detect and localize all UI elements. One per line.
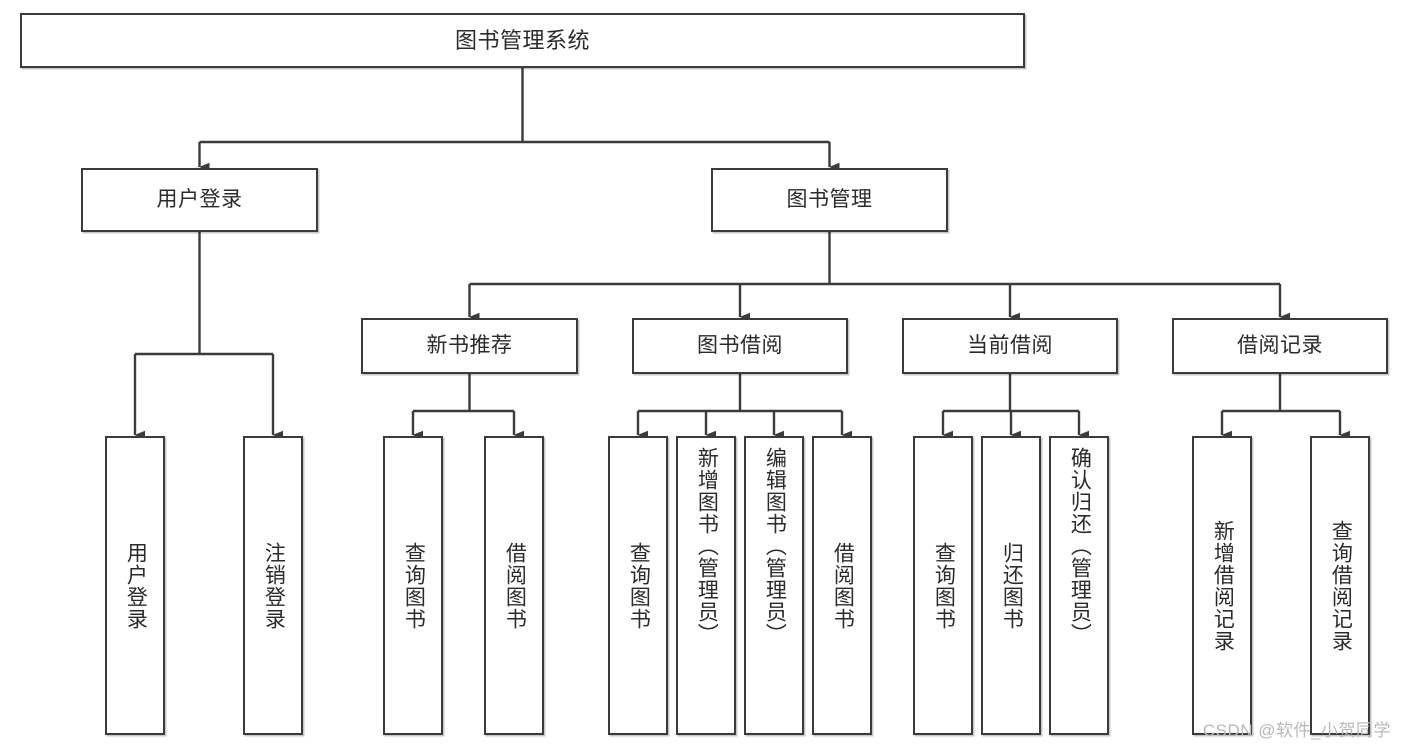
- node-leaf-user-login-label: 用户登录: [124, 541, 148, 630]
- node-leaf-query-book-3[interactable]: 查询图书: [913, 436, 973, 735]
- node-new-book-rec[interactable]: 新书推荐: [361, 318, 578, 374]
- node-book-borrow-label: 图书借阅: [697, 333, 783, 357]
- node-leaf-borrow-book-1[interactable]: 借阅图书: [484, 436, 544, 735]
- node-leaf-query-book-1[interactable]: 查询图书: [383, 436, 443, 735]
- node-user-login[interactable]: 用户登录: [81, 168, 318, 232]
- node-leaf-confirm-return-admin[interactable]: 确认归还（管理员）: [1049, 436, 1109, 735]
- node-leaf-query-borrow-record-label: 查询借阅记录: [1329, 519, 1353, 652]
- node-leaf-query-book-1-label: 查询图书: [402, 541, 426, 630]
- node-current-borrow-label: 当前借阅: [967, 333, 1053, 357]
- node-leaf-borrow-book-1-label: 借阅图书: [503, 541, 527, 630]
- node-leaf-logout[interactable]: 注销登录: [243, 436, 303, 735]
- node-borrow-record[interactable]: 借阅记录: [1172, 318, 1388, 374]
- node-borrow-record-label: 借阅记录: [1237, 333, 1323, 357]
- node-leaf-edit-book-admin-label: 编辑图书（管理员）: [763, 447, 787, 645]
- node-leaf-return-book[interactable]: 归还图书: [981, 436, 1041, 735]
- node-leaf-user-login[interactable]: 用户登录: [105, 436, 165, 735]
- node-root-label: 图书管理系统: [454, 27, 590, 53]
- node-leaf-add-borrow-record[interactable]: 新增借阅记录: [1192, 436, 1252, 735]
- node-new-book-rec-label: 新书推荐: [426, 333, 513, 357]
- node-leaf-return-book-label: 归还图书: [1000, 541, 1024, 630]
- node-leaf-add-book-admin-label: 新增图书（管理员）: [695, 447, 719, 645]
- node-current-borrow[interactable]: 当前借阅: [902, 318, 1118, 374]
- node-leaf-edit-book-admin[interactable]: 编辑图书（管理员）: [744, 436, 804, 735]
- node-leaf-add-book-admin[interactable]: 新增图书（管理员）: [676, 436, 736, 735]
- node-leaf-logout-label: 注销登录: [262, 541, 286, 630]
- node-book-borrow[interactable]: 图书借阅: [632, 318, 848, 374]
- node-book-manage[interactable]: 图书管理: [711, 168, 948, 232]
- node-leaf-confirm-return-admin-label: 确认归还（管理员）: [1068, 447, 1092, 645]
- node-user-login-label: 用户登录: [156, 187, 243, 211]
- node-leaf-add-borrow-record-label: 新增借阅记录: [1211, 519, 1235, 652]
- node-leaf-query-borrow-record[interactable]: 查询借阅记录: [1310, 436, 1370, 735]
- node-book-manage-label: 图书管理: [786, 187, 873, 211]
- node-leaf-query-book-2-label: 查询图书: [627, 541, 651, 630]
- node-leaf-query-book-2[interactable]: 查询图书: [608, 436, 668, 735]
- node-leaf-borrow-book-2-label: 借阅图书: [831, 541, 855, 630]
- node-root[interactable]: 图书管理系统: [20, 13, 1025, 68]
- node-leaf-borrow-book-2[interactable]: 借阅图书: [812, 436, 872, 735]
- node-leaf-query-book-3-label: 查询图书: [932, 541, 956, 630]
